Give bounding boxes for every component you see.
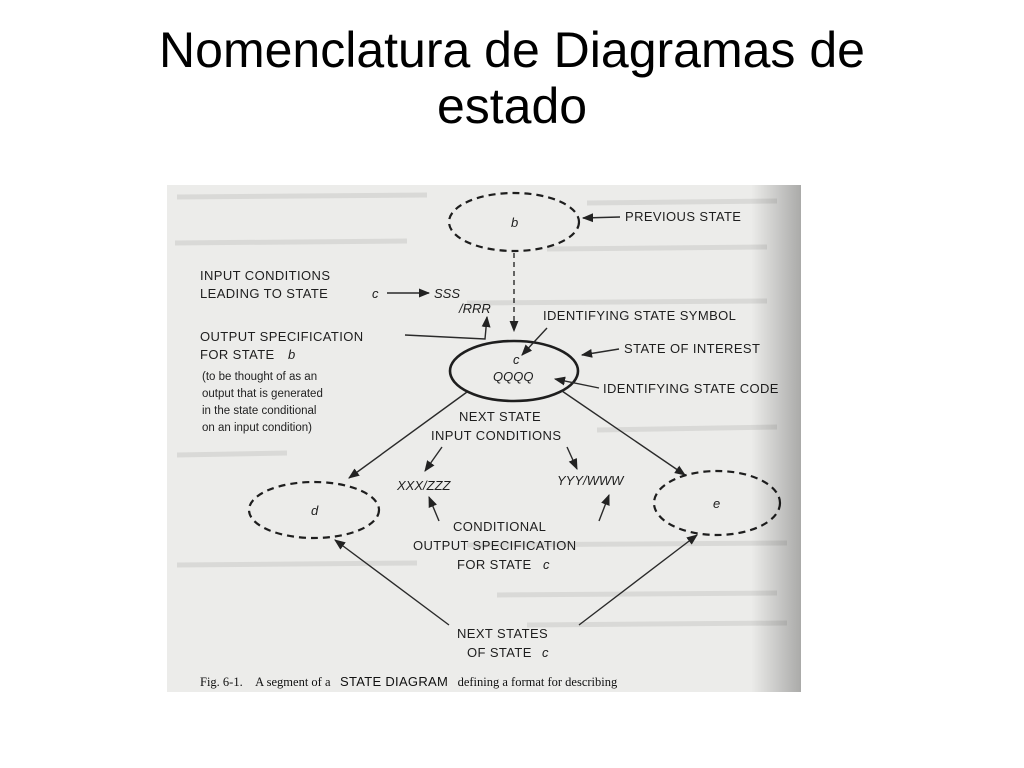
input-xxx-zzz: XXX/ZZZ: [396, 478, 452, 493]
state-d-ellipse: [247, 480, 381, 540]
input-conditions-state: c: [372, 286, 379, 301]
caption-emphasis: STATE DIAGRAM: [340, 674, 448, 689]
caption-part-2: defining a format for describing: [458, 675, 618, 689]
input-conditions-label-2: LEADING TO STATE: [200, 286, 328, 301]
output-spec-state: b: [288, 347, 295, 362]
previous-state-label: PREVIOUS STATE: [625, 209, 741, 224]
caption-prefix: Fig. 6-1.: [200, 675, 243, 689]
next-state-arrow-left: [424, 446, 443, 472]
slide-title-line-1: Nomenclatura de Diagramas de: [159, 22, 865, 78]
conditional-label-3: FOR STATE: [457, 557, 532, 572]
previous-state-arrow: [581, 213, 621, 223]
identifying-symbol-label: IDENTIFYING STATE SYMBOL: [543, 308, 736, 323]
input-sss: SSS: [434, 286, 460, 301]
conditional-state: c: [543, 557, 550, 572]
next-states-arrow-left: [334, 539, 450, 626]
identifying-code-arrow: [553, 376, 600, 389]
conditional-arrow-right: [598, 493, 610, 522]
next-states-arrow-right: [578, 534, 698, 626]
transition-c-to-e: [561, 390, 686, 476]
output-spec-arrow: [404, 315, 491, 340]
output-spec-note-3: in the state conditional: [202, 405, 316, 417]
next-state-label-1: NEXT STATE: [459, 409, 541, 424]
state-d-label: d: [311, 503, 319, 518]
output-spec-note-1: (to be thought of as an: [202, 371, 317, 383]
next-state-label-2: INPUT CONDITIONS: [431, 428, 561, 443]
state-e-label: e: [713, 496, 720, 511]
state-b-label: b: [511, 215, 518, 230]
caption-part-1: A segment of a: [255, 675, 331, 689]
next-states-state: c: [542, 645, 549, 660]
input-rrr: /RRR: [458, 301, 491, 316]
slide-title: Nomenclatura de Diagramas de estado: [0, 22, 1024, 134]
state-c-label: c: [513, 352, 520, 367]
output-spec-note-2: output that is generated: [202, 388, 323, 400]
output-spec-note-4: on an input condition): [202, 422, 312, 434]
state-of-interest-arrow: [580, 348, 620, 358]
state-b-ellipse: [447, 191, 581, 253]
slide-title-line-2: estado: [436, 78, 588, 134]
conditional-label-1: CONDITIONAL: [453, 519, 546, 534]
state-of-interest-label: STATE OF INTEREST: [624, 341, 760, 356]
state-c-ellipse: [448, 339, 580, 403]
input-yyy-www: YYY/WWW: [557, 473, 625, 488]
state-diagram-scan: b PREVIOUS STATE INPUT CONDITIONS LEADIN…: [167, 185, 801, 692]
state-diagram: b PREVIOUS STATE INPUT CONDITIONS LEADIN…: [174, 185, 801, 692]
input-conditions-label-1: INPUT CONDITIONS: [200, 268, 330, 283]
scan-edge-shadow: [751, 185, 801, 692]
output-spec-label-1: OUTPUT SPECIFICATION: [200, 329, 364, 344]
figure-caption: Fig. 6-1. A segment of a STATE DIAGRAM d…: [200, 673, 618, 690]
identifying-code-label: IDENTIFYING STATE CODE: [603, 381, 779, 396]
next-states-label-2: OF STATE: [467, 645, 532, 660]
conditional-label-2: OUTPUT SPECIFICATION: [413, 538, 577, 553]
transition-c-to-d: [348, 391, 468, 479]
conditional-arrow-left: [428, 495, 440, 522]
output-spec-label-2: FOR STATE: [200, 347, 275, 362]
next-state-arrow-right: [566, 446, 578, 471]
state-c-code: QQQQ: [493, 369, 533, 384]
background-texture: [174, 192, 788, 628]
identifying-symbol-arrow: [521, 327, 548, 356]
next-states-label-1: NEXT STATES: [457, 626, 548, 641]
